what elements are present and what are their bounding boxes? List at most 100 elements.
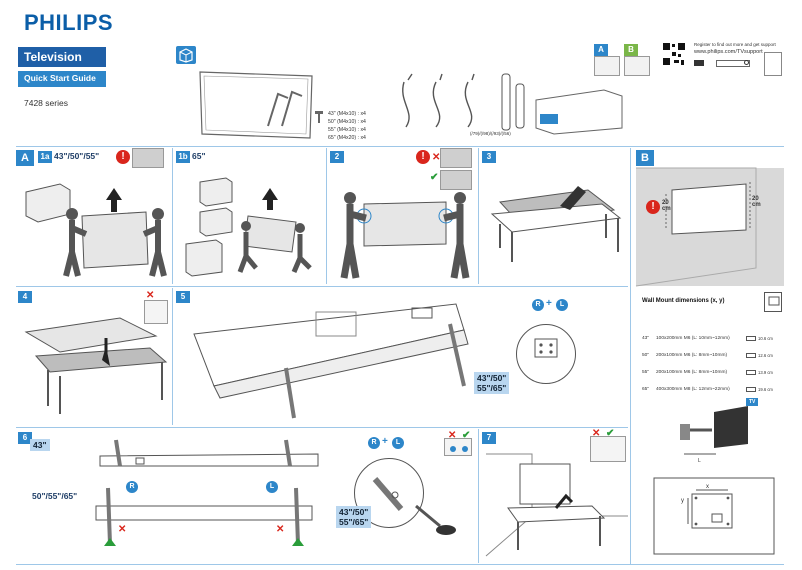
correct-icon: ✔ bbox=[430, 172, 439, 183]
remote-control-illustration bbox=[498, 72, 528, 132]
tab-a-illustration bbox=[594, 56, 620, 76]
wall-mount-table: 43" 100x200mm M6 (L: 10mm~12mm) 10.6 cm … bbox=[642, 330, 782, 398]
carry-tv-illustration bbox=[334, 184, 476, 282]
box-contents-icon bbox=[176, 46, 196, 64]
stand-attach-illustration bbox=[186, 294, 486, 424]
tv-face-down-illustration bbox=[20, 306, 170, 420]
remote-models-label: (/79)/(/98)/(/93)/(/56) bbox=[470, 131, 511, 136]
warning-icon: ! bbox=[416, 150, 430, 164]
step-6-badge: 6 bbox=[18, 432, 32, 444]
book-icon bbox=[694, 60, 704, 66]
wrong-illustration bbox=[144, 300, 168, 324]
wrong-icon: ✕ bbox=[448, 430, 457, 441]
register-text: Register to find out more and get suppor… bbox=[694, 42, 776, 47]
section-b-label: B bbox=[636, 150, 654, 166]
divider bbox=[630, 148, 631, 564]
left-stand-badge: L bbox=[556, 299, 568, 311]
tab-b: B bbox=[624, 44, 638, 56]
screwdriver-icon bbox=[414, 500, 460, 536]
correct-icon: ✔ bbox=[606, 428, 615, 439]
search-icon bbox=[744, 60, 749, 65]
step-4-badge: 4 bbox=[18, 291, 32, 303]
tv-badge: TV bbox=[746, 398, 759, 406]
screws-row: 55" (M4x10) : x4 bbox=[328, 127, 366, 133]
screws-row: 65" (M4x20) : x4 bbox=[328, 135, 366, 141]
size-43-label: 43" bbox=[30, 439, 50, 451]
correct-icon: ✔ bbox=[462, 430, 471, 441]
right-stand-badge: R bbox=[532, 299, 544, 311]
divider bbox=[172, 148, 173, 284]
power-cable-illustrations bbox=[396, 72, 496, 132]
divider bbox=[16, 146, 784, 147]
series-label: 7428 series bbox=[24, 98, 68, 108]
stand-feet-illustration bbox=[262, 88, 312, 128]
warning-illustration bbox=[132, 148, 164, 168]
wall-mount-row: 50" 200x100mm M6 (L: 8mm~10mm) 12.6 cm bbox=[642, 353, 773, 358]
plus-sign: + bbox=[382, 436, 388, 447]
screw-icon bbox=[314, 110, 324, 124]
wrong-icon: ✕ bbox=[432, 152, 441, 163]
page-subtitle: Quick Start Guide bbox=[18, 71, 106, 87]
divider bbox=[16, 286, 628, 287]
left-stand-badge: L bbox=[392, 437, 404, 449]
wall-clearance-left: 20 cm bbox=[662, 200, 671, 212]
tab-a: A bbox=[594, 44, 608, 56]
wall-mount-row: 65" 400x300mm M8 (L: 12mm~22mm) 19.6 cm bbox=[642, 387, 773, 392]
stand-others-illustration: ✕ ✕ bbox=[90, 486, 320, 556]
placement-check-illustration bbox=[590, 436, 626, 462]
unboxing-illustration bbox=[20, 172, 170, 282]
table-placement-illustration bbox=[482, 166, 628, 282]
step-1b-badge: 1b bbox=[176, 151, 190, 163]
correct-illustration bbox=[440, 170, 472, 190]
stand-sizes-label: 43"/50" 55"/65" bbox=[474, 372, 510, 394]
step-7-badge: 7 bbox=[482, 432, 496, 444]
weight-icon bbox=[746, 370, 756, 375]
stand-43-illustration bbox=[96, 436, 326, 470]
size-rest-label: 50"/55"/65" bbox=[32, 491, 78, 501]
divider bbox=[16, 427, 628, 428]
wall-mount-row: 43" 100x200mm M6 (L: 10mm~12mm) 10.6 cm bbox=[642, 336, 773, 341]
tab-b-illustration bbox=[624, 56, 650, 76]
wall-mount-title: Wall Mount dimensions (x, y) bbox=[642, 298, 725, 304]
vesa-diagram bbox=[652, 474, 776, 558]
section-a-label: A bbox=[16, 150, 34, 166]
wrong-icon: ✕ bbox=[592, 428, 601, 439]
svg-text:✕: ✕ bbox=[276, 524, 284, 535]
support-url: www.philips.com/TVsupport bbox=[694, 49, 763, 55]
bracket-illustration bbox=[676, 404, 756, 460]
wall-mount-panel bbox=[635, 167, 784, 287]
room-placement-illustration bbox=[482, 446, 628, 562]
divider bbox=[172, 288, 173, 425]
screws-row: 50" (M4x10) : x4 bbox=[328, 119, 366, 125]
screws-list: 43" (M4x10) : x4 50" (M4x10) : x4 55" (M… bbox=[328, 110, 398, 142]
brand-logo: PHILIPS bbox=[24, 10, 114, 35]
vesa-x-label: x bbox=[706, 484, 709, 490]
divider bbox=[326, 148, 327, 284]
search-bar bbox=[716, 60, 750, 67]
weight-icon bbox=[746, 336, 756, 341]
step-1a-sizes: 43"/50"/55" bbox=[54, 151, 100, 161]
weight-icon bbox=[746, 387, 756, 392]
page-title: Television bbox=[18, 47, 106, 67]
divider bbox=[16, 564, 784, 565]
step-2-badge: 2 bbox=[330, 151, 344, 163]
svg-text:✕: ✕ bbox=[118, 524, 126, 535]
plus-sign: + bbox=[546, 298, 552, 309]
stand-zoom-illustration bbox=[516, 324, 576, 384]
divider bbox=[478, 148, 479, 284]
wall-clearance-right: 20 cm bbox=[752, 196, 761, 208]
screw-orientation-illustration bbox=[444, 438, 472, 456]
screw-length-label: L bbox=[698, 458, 701, 464]
vesa-y-label: y bbox=[681, 498, 684, 504]
document-icon bbox=[764, 52, 782, 76]
right-stand-badge: R bbox=[126, 481, 138, 493]
wall-mount-icon bbox=[764, 292, 782, 312]
step-5-badge: 5 bbox=[176, 291, 190, 303]
wrong-icon: ✕ bbox=[146, 290, 155, 301]
step-1a-badge: 1a bbox=[38, 151, 52, 163]
unboxing-65-illustration bbox=[176, 168, 324, 280]
left-stand-badge: L bbox=[266, 481, 278, 493]
qr-code bbox=[662, 42, 686, 66]
tv-box-illustration bbox=[534, 84, 624, 136]
step-3-badge: 3 bbox=[482, 151, 496, 163]
